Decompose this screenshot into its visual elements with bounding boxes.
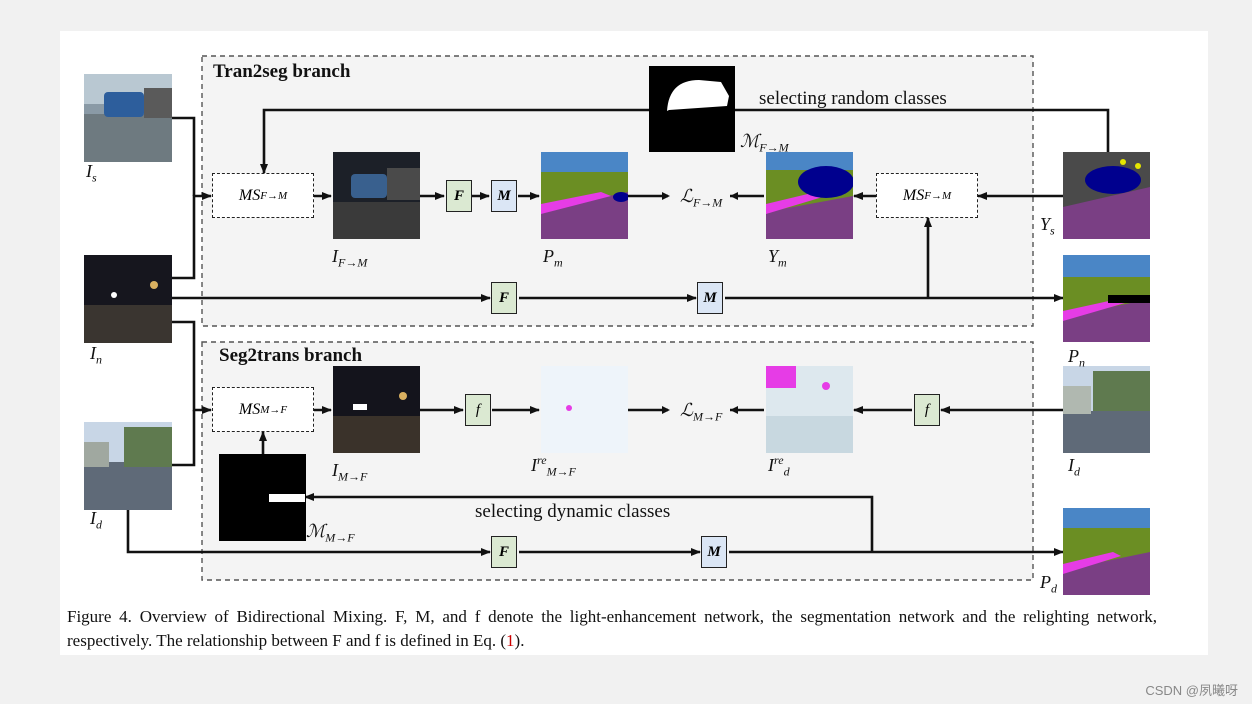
label-Id-right: Id bbox=[1068, 456, 1080, 478]
ms-bottom-sub: M→F bbox=[260, 403, 288, 416]
op-F-top: F bbox=[446, 180, 472, 212]
label-Ired-main: I bbox=[768, 455, 774, 475]
ms-top-right-sub: F→M bbox=[924, 189, 952, 202]
op-f-right: f bbox=[914, 394, 940, 426]
image-Ym bbox=[766, 152, 853, 239]
caption-text: Figure 4. Overview of Bidirectional Mixi… bbox=[67, 607, 1157, 650]
image-Ys bbox=[1063, 152, 1150, 239]
label-Ired: Ired bbox=[768, 454, 790, 478]
label-MaskFM-main: ℳ bbox=[740, 131, 760, 151]
figure-caption: Figure 4. Overview of Bidirectional Mixi… bbox=[67, 605, 1157, 653]
label-Ym-sub: m bbox=[778, 255, 787, 270]
mask-FM-image bbox=[649, 66, 735, 152]
dynamic-classes-label: selecting dynamic classes bbox=[475, 501, 671, 522]
image-Pm bbox=[541, 152, 628, 239]
label-Ys: Ys bbox=[1040, 215, 1055, 237]
label-IMF-main: I bbox=[332, 460, 338, 480]
op-f-left: f bbox=[465, 394, 491, 426]
label-MaskMF-main: ℳ bbox=[306, 521, 326, 541]
ms-top-left-text: MS bbox=[238, 186, 261, 204]
image-Ired bbox=[766, 366, 853, 453]
caption-end: ). bbox=[514, 631, 525, 650]
label-Ys-sub: s bbox=[1050, 223, 1055, 238]
label-Pn: Pn bbox=[1068, 347, 1085, 369]
label-Pn-sub: n bbox=[1079, 355, 1085, 370]
mask-MF-image bbox=[219, 454, 306, 541]
label-Pn-main: P bbox=[1068, 346, 1079, 366]
label-MaskMF-sub: M→F bbox=[325, 530, 355, 545]
image-Id-left bbox=[84, 422, 172, 510]
label-Id-right-sub: d bbox=[1074, 464, 1080, 479]
random-classes-label: selecting random classes bbox=[759, 88, 947, 109]
tran2seg-title: Tran2seg branch bbox=[213, 61, 351, 82]
label-Ym-main: Y bbox=[768, 246, 779, 266]
label-Id-left-sub: d bbox=[96, 517, 102, 532]
label-Ys-main: Y bbox=[1040, 214, 1051, 234]
label-Id-left-main: I bbox=[90, 508, 96, 528]
ms-top-left-sub: F→M bbox=[260, 189, 288, 202]
op-F-mid: F bbox=[491, 282, 517, 314]
label-Ired-sup: re bbox=[774, 453, 784, 467]
image-Pn bbox=[1063, 255, 1150, 342]
label-IFM-main: I bbox=[332, 246, 338, 266]
label-In-sub: n bbox=[96, 352, 102, 367]
label-LMF-main: ℒ bbox=[680, 400, 693, 420]
label-IMF: IM→F bbox=[332, 461, 367, 483]
label-LMF-sub: M→F bbox=[692, 409, 723, 424]
label-MaskMF: ℳM→F bbox=[306, 522, 355, 544]
image-Id-right bbox=[1063, 366, 1150, 453]
image-In bbox=[84, 255, 172, 343]
label-IreMF-sup: re bbox=[537, 453, 547, 467]
label-LFM-main: ℒ bbox=[680, 186, 693, 206]
label-LFM-sub: F→M bbox=[692, 195, 723, 210]
label-LFM: ℒF→M bbox=[680, 187, 722, 209]
label-Is: Is bbox=[86, 162, 97, 184]
op-M-mid: M bbox=[697, 282, 723, 314]
label-IFM-sub: F→M bbox=[338, 255, 368, 270]
arrows bbox=[126, 108, 1110, 556]
caption-equation-link[interactable]: 1 bbox=[506, 631, 515, 650]
op-F-bottom: F bbox=[491, 536, 517, 568]
label-Is-sub: s bbox=[92, 170, 97, 185]
label-Pm-sub: m bbox=[554, 255, 563, 270]
label-In: In bbox=[90, 344, 102, 366]
label-IFM: IF→M bbox=[332, 247, 367, 269]
label-IMF-sub: M→F bbox=[338, 469, 368, 484]
label-LMF: ℒM→F bbox=[680, 401, 722, 423]
label-Pd-sub: d bbox=[1051, 581, 1057, 596]
op-M-bottom: M bbox=[701, 536, 727, 568]
label-IreMF-sub: M→F bbox=[546, 464, 576, 479]
label-Pd-main: P bbox=[1040, 572, 1051, 592]
seg2trans-title: Seg2trans branch bbox=[219, 345, 363, 366]
label-Id-left: Id bbox=[90, 509, 102, 531]
label-IreMF: IreM→F bbox=[531, 454, 576, 478]
label-IreMF-main: I bbox=[531, 455, 537, 475]
label-Ired-sub: d bbox=[783, 464, 790, 479]
watermark: CSDN @夙曦呀 bbox=[1145, 683, 1238, 698]
image-Is bbox=[84, 74, 172, 162]
image-IreMF bbox=[541, 366, 628, 453]
image-IFM bbox=[333, 152, 420, 239]
label-Pd: Pd bbox=[1040, 573, 1057, 595]
ms-bottom-text: MS bbox=[238, 400, 261, 418]
ms-top-right-text: MS bbox=[902, 186, 925, 204]
label-Pm: Pm bbox=[543, 247, 563, 269]
label-Is-main: I bbox=[86, 161, 92, 181]
image-IMF bbox=[333, 366, 420, 453]
label-Id-right-main: I bbox=[1068, 455, 1074, 475]
label-Pm-main: P bbox=[543, 246, 554, 266]
op-M-top: M bbox=[491, 180, 517, 212]
image-Pd bbox=[1063, 508, 1150, 595]
label-MaskFM-sub: F→M bbox=[759, 140, 789, 155]
label-MaskFM: ℳF→M bbox=[740, 132, 789, 154]
label-In-main: I bbox=[90, 343, 96, 363]
label-Ym: Ym bbox=[768, 247, 787, 269]
